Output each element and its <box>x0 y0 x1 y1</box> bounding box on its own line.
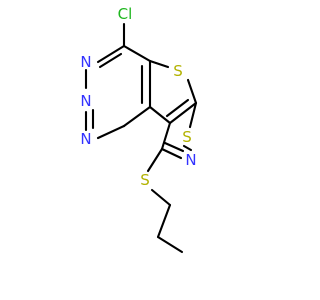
bond-c-n-top-b <box>98 52 123 69</box>
bond-c5a-c8b-b <box>165 98 190 118</box>
bond-n-c9a <box>96 124 126 140</box>
bond-n-c-iso-b <box>163 141 185 153</box>
bond-c-n-top-a <box>96 44 126 64</box>
atom-sulfur-isothiazole: S <box>182 128 192 146</box>
bond-ch2-ch3 <box>156 235 184 254</box>
bond-c3-s-ether <box>146 147 164 173</box>
atom-nitrogen-top: N <box>80 53 91 71</box>
atom-label-layer: Cl N N N S S N S <box>80 5 196 189</box>
atom-nitrogen-bottom: N <box>80 130 91 148</box>
bond-c8b-c3 <box>160 121 172 151</box>
bond-ch2-ch2 <box>156 203 172 239</box>
bond-n-c-iso-a <box>160 147 183 160</box>
bond-layer <box>84 22 198 254</box>
atom-chlorine: Cl <box>118 5 133 23</box>
atom-nitrogen-middle: N <box>80 92 91 110</box>
bond-ccl-c4a <box>122 44 152 63</box>
bond-s-n-iso <box>182 144 193 152</box>
atom-nitrogen-isothiazole: N <box>185 151 196 169</box>
bond-c5a-c8b-a <box>168 101 198 125</box>
bond-s-ch2 <box>150 188 172 207</box>
bond-s-c5a <box>186 78 198 105</box>
molecule-structure: Cl N N N S S N S <box>80 5 198 254</box>
atom-sulfur-thiophene: S <box>173 62 183 80</box>
bond-c9b-c8b <box>148 105 172 125</box>
bond-c4a-s <box>148 59 170 69</box>
molecule-canvas: Cl N N N S S N S <box>80 5 198 254</box>
bond-c5a-s-iso <box>188 101 198 129</box>
bond-c9a-c9b <box>122 105 152 128</box>
atom-sulfur-thioether: S <box>140 171 150 189</box>
